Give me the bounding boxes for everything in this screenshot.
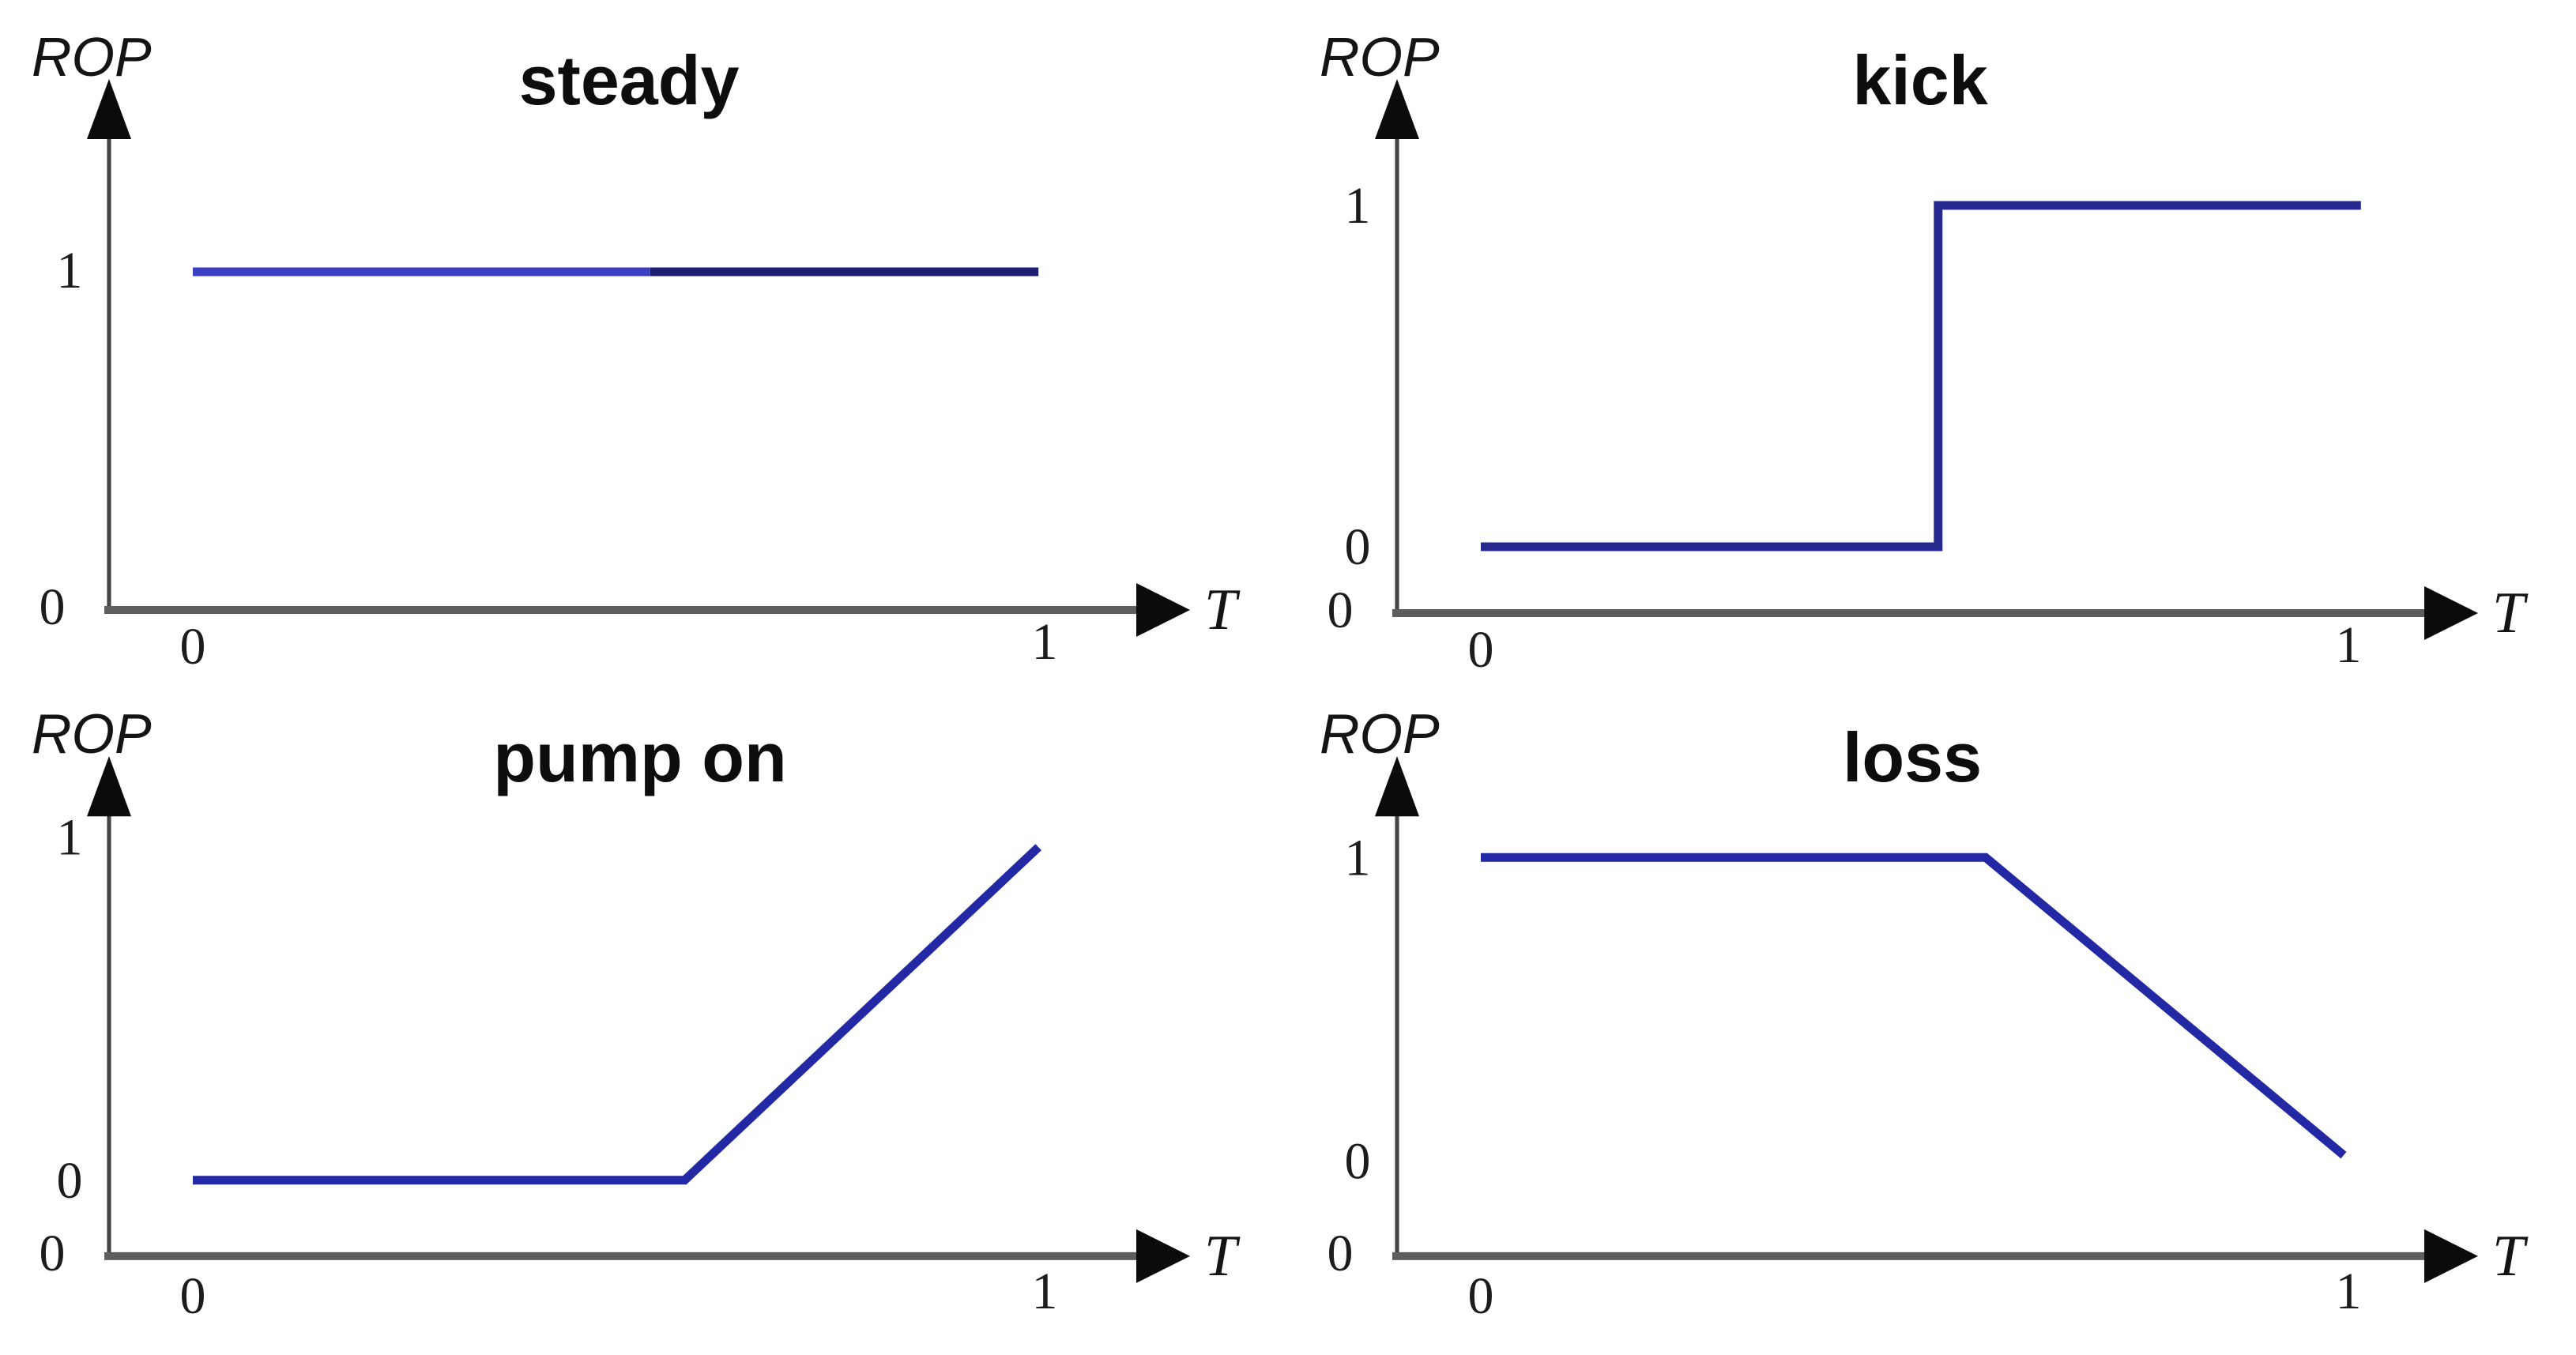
chart-steady: ROP steady T 0 0 1 1 xyxy=(0,0,1288,677)
chart-kick: ROP kick T 0 0 1 1 0 xyxy=(1288,0,2576,677)
x-tick-label-0: 0 xyxy=(1468,1267,1494,1325)
x-tick-label-1: 1 xyxy=(2336,1263,2362,1320)
y-tick-label-1: 1 xyxy=(57,242,83,299)
origin-tick-label: 0 xyxy=(1328,1225,1354,1282)
origin-tick-label: 0 xyxy=(1328,582,1354,639)
y-axis-arrow-icon xyxy=(1375,756,1419,817)
y-tick-label-0: 0 xyxy=(1345,1133,1371,1191)
data-line-pump-on xyxy=(193,844,1041,1185)
y-axis-arrow-icon xyxy=(87,756,131,817)
plot-area xyxy=(193,844,1041,1185)
plot-area xyxy=(1481,201,2361,551)
y-axis-label: ROP xyxy=(32,703,152,765)
x-tick-label-1: 1 xyxy=(1032,613,1058,671)
chart-title: pump on xyxy=(493,718,786,796)
y-axis-label: ROP xyxy=(32,26,152,88)
chart-pump-on-canvas: ROP pump on T 0 0 1 1 0 xyxy=(32,703,1241,1325)
x-axis-arrow-icon xyxy=(2424,586,2478,640)
chart-loss-canvas: ROP loss T 0 0 1 1 0 xyxy=(1320,703,2529,1325)
chart-steady-canvas: ROP steady T 0 0 1 1 xyxy=(32,26,1241,676)
y-tick-label-0: 0 xyxy=(1345,518,1371,576)
data-line-kick xyxy=(1481,201,2361,551)
x-tick-label-0: 0 xyxy=(180,618,206,676)
y-tick-label-1: 1 xyxy=(57,808,83,866)
chart-pump-on: ROP pump on T 0 0 1 1 0 xyxy=(0,677,1288,1355)
chart-title: kick xyxy=(1852,41,1988,119)
x-axis-label: T xyxy=(1204,1224,1241,1289)
x-axis-label: T xyxy=(2492,1224,2529,1289)
x-axis-arrow-icon xyxy=(1136,1229,1190,1283)
origin-tick-label: 0 xyxy=(40,1225,66,1282)
data-line-loss xyxy=(1481,853,2347,1159)
x-axis-label: T xyxy=(2492,581,2529,646)
x-axis-arrow-icon xyxy=(1136,583,1190,637)
x-axis-label: T xyxy=(1204,578,1241,642)
y-tick-label-1: 1 xyxy=(1345,829,1371,886)
x-tick-label-0: 0 xyxy=(180,1267,206,1325)
y-axis-arrow-icon xyxy=(1375,79,1419,139)
y-axis-arrow-icon xyxy=(87,79,131,139)
x-tick-label-1: 1 xyxy=(1032,1263,1058,1320)
chart-kick-canvas: ROP kick T 0 0 1 1 0 xyxy=(1320,26,2529,677)
x-tick-label-1: 1 xyxy=(2336,616,2362,674)
chart-title: loss xyxy=(1843,718,1982,796)
x-tick-label-0: 0 xyxy=(1468,621,1494,677)
chart-loss: ROP loss T 0 0 1 1 0 xyxy=(1288,677,2576,1355)
chart-title: steady xyxy=(519,41,740,119)
y-axis-label: ROP xyxy=(1320,703,1440,765)
y-tick-label-1: 1 xyxy=(1345,177,1371,235)
plot-area xyxy=(1481,853,2347,1159)
origin-tick-label: 0 xyxy=(40,578,66,636)
y-tick-label-0: 0 xyxy=(57,1152,83,1210)
x-axis-arrow-icon xyxy=(2424,1229,2478,1283)
y-axis-label: ROP xyxy=(1320,26,1440,88)
